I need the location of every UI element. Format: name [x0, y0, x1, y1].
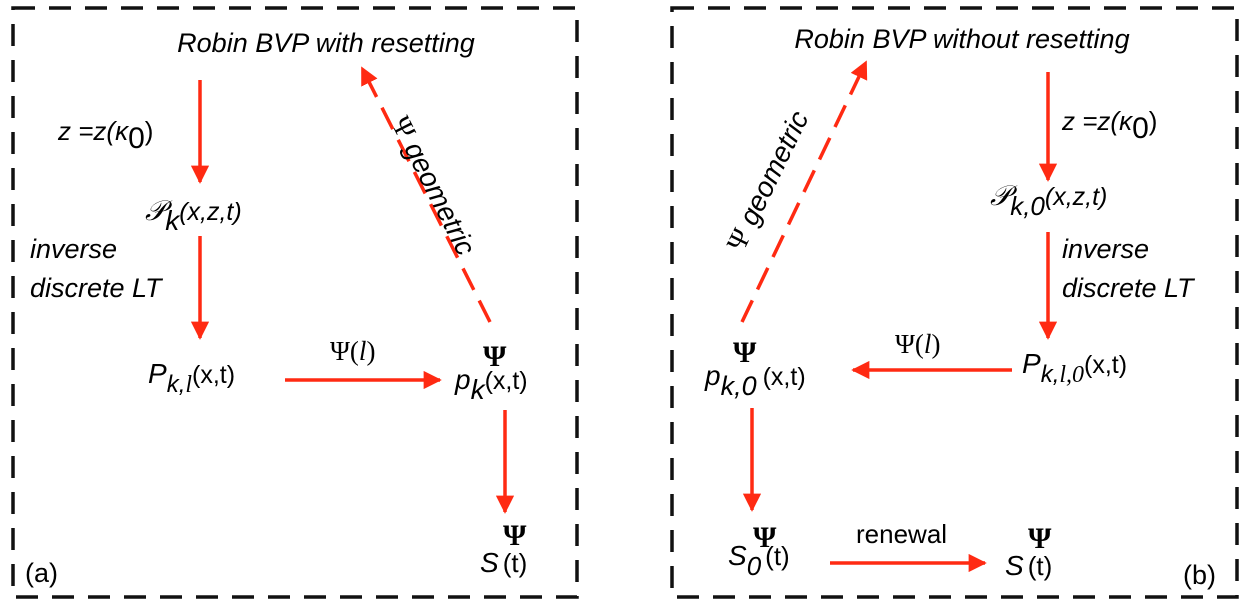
node-s0: S0(t): [728, 540, 790, 581]
node-ppsi0: pk,0(x,t): [704, 360, 806, 401]
edge-geometric-label-b: Ψgeometric: [720, 106, 815, 256]
arrow-geometric-dashed: [360, 66, 492, 323]
edge-psi-l-label: Ψ(l): [330, 336, 375, 366]
node-s-b-sup: Ψ: [1028, 522, 1052, 555]
node-pk: 𝒫k(x,z,t): [145, 196, 242, 236]
node-ppsi: pk(x,t): [454, 364, 528, 405]
edge-z-label: z =z(κ0): [57, 116, 153, 155]
edge-renewal-label: renewal: [856, 519, 947, 549]
edge-geometric-label: Ψgeometric: [384, 111, 481, 261]
panel-b: Robin BVP without resetting z =z(κ0) 𝒫k,…: [670, 6, 1239, 599]
panel-a: Robin BVP with resetting z =z(κ0) 𝒫k(x,z…: [11, 6, 579, 599]
arrow-geometric-dashed-b: [740, 60, 868, 323]
panel-b-label: (b): [1183, 560, 1216, 590]
node-pkl: Pk,l(x,t): [148, 358, 235, 398]
node-pkl0: Pk,l,0(x,t): [1022, 348, 1127, 388]
node-s: S(t): [480, 547, 527, 578]
edge-inverse-line2: discrete LT: [30, 273, 164, 303]
node-ppsi0-sup: Ψ: [733, 336, 757, 369]
node-s-sup: Ψ: [503, 519, 527, 552]
panel-a-title: Robin BVP with resetting: [177, 28, 475, 58]
panel-b-title: Robin BVP without resetting: [794, 24, 1129, 54]
node-s-b: S(t): [1005, 550, 1052, 581]
node-ppsi-sup: Ψ: [483, 340, 507, 373]
edge-inverse-b-line2: discrete LT: [1062, 273, 1196, 303]
edge-z-label-b: z =z(κ0): [1061, 106, 1157, 145]
node-pk0: 𝒫k,0(x,z,t): [990, 181, 1107, 221]
node-s0-sup: Ψ: [753, 521, 777, 554]
edge-psi-l-label-b: Ψ(l): [895, 329, 940, 359]
edge-inverse-line1: inverse: [30, 234, 117, 264]
panel-a-label: (a): [25, 558, 58, 588]
edge-inverse-b-line1: inverse: [1062, 234, 1149, 264]
